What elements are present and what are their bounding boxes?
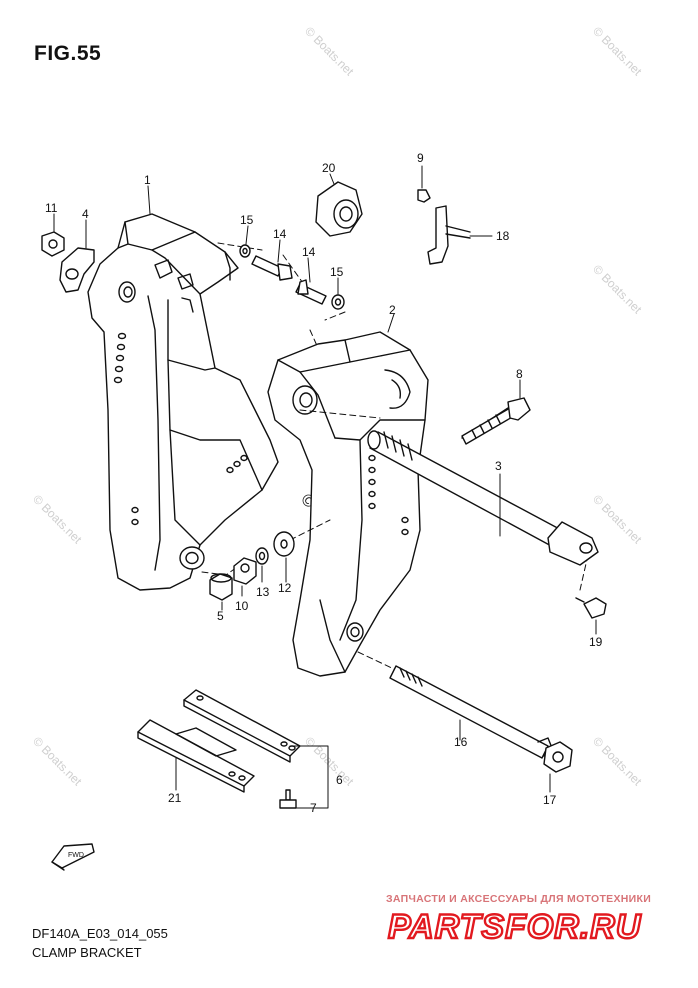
screw-7 [279, 789, 297, 809]
bolt-8 [461, 397, 531, 445]
fwd-arrow-icon: FWD [51, 843, 95, 871]
washer-15-upper [239, 244, 251, 258]
callout-1: 1 [144, 173, 151, 187]
nut-10 [233, 557, 257, 585]
callout-14-lower: 14 [302, 245, 316, 259]
callout-6: 6 [336, 773, 343, 787]
washer-12 [273, 531, 295, 557]
callout-15-lower: 15 [330, 265, 344, 279]
callout-12: 12 [278, 581, 292, 595]
callout-7: 7 [310, 801, 317, 815]
callout-9: 9 [417, 151, 424, 165]
figure-caption: CLAMP BRACKET [32, 945, 142, 960]
callout-17: 17 [543, 793, 557, 807]
through-rod-16 [389, 665, 553, 759]
callout-leaders [53, 165, 597, 809]
callout-16: 16 [454, 735, 468, 749]
callout-21: 21 [168, 791, 182, 805]
callout-19: 19 [589, 635, 603, 649]
tilt-tube [367, 407, 599, 566]
plate-4 [59, 247, 95, 293]
callout-20: 20 [322, 161, 336, 175]
callout-14-upper: 14 [273, 227, 287, 241]
callout-2: 2 [389, 303, 396, 317]
callout-15-upper: 15 [240, 213, 254, 227]
figure-code: DF140A_E03_014_055 [32, 926, 168, 941]
washer-15-lower [331, 294, 345, 310]
fwd-label: FWD [68, 852, 84, 859]
clip-18 [417, 189, 471, 265]
pad-21 [137, 719, 255, 793]
brand-logo: PARTSFOR.RU [387, 907, 642, 946]
callout-10: 10 [235, 599, 249, 613]
callout-8: 8 [516, 367, 523, 381]
nut-11 [41, 231, 65, 257]
clamp-bracket-left [87, 213, 279, 591]
bolt-14-upper [251, 255, 293, 281]
bolt-19 [575, 597, 607, 619]
callout-11: 11 [45, 201, 58, 215]
nut-17 [543, 741, 573, 773]
cap-20 [315, 181, 363, 237]
brand-logo-text: PARTSFOR.RU [388, 908, 642, 946]
callout-5: 5 [217, 609, 224, 623]
washer-13 [255, 547, 269, 565]
callout-4: 4 [82, 207, 89, 221]
clamp-bracket-right [267, 331, 429, 677]
callout-3: 3 [495, 459, 502, 473]
brand-subtitle: ЗАПЧАСТИ И АКСЕССУАРЫ ДЛЯ МОТОТЕХНИКИ [386, 893, 652, 905]
bushing-5 [209, 573, 233, 601]
bolt-14-lower [295, 279, 327, 305]
figure-title: FIG.55 [34, 42, 102, 65]
callout-numbers: 1 2 3 4 5 6 7 8 9 10 11 12 13 14 14 15 1… [45, 151, 603, 815]
callout-13: 13 [256, 585, 270, 599]
callout-18: 18 [496, 229, 510, 243]
